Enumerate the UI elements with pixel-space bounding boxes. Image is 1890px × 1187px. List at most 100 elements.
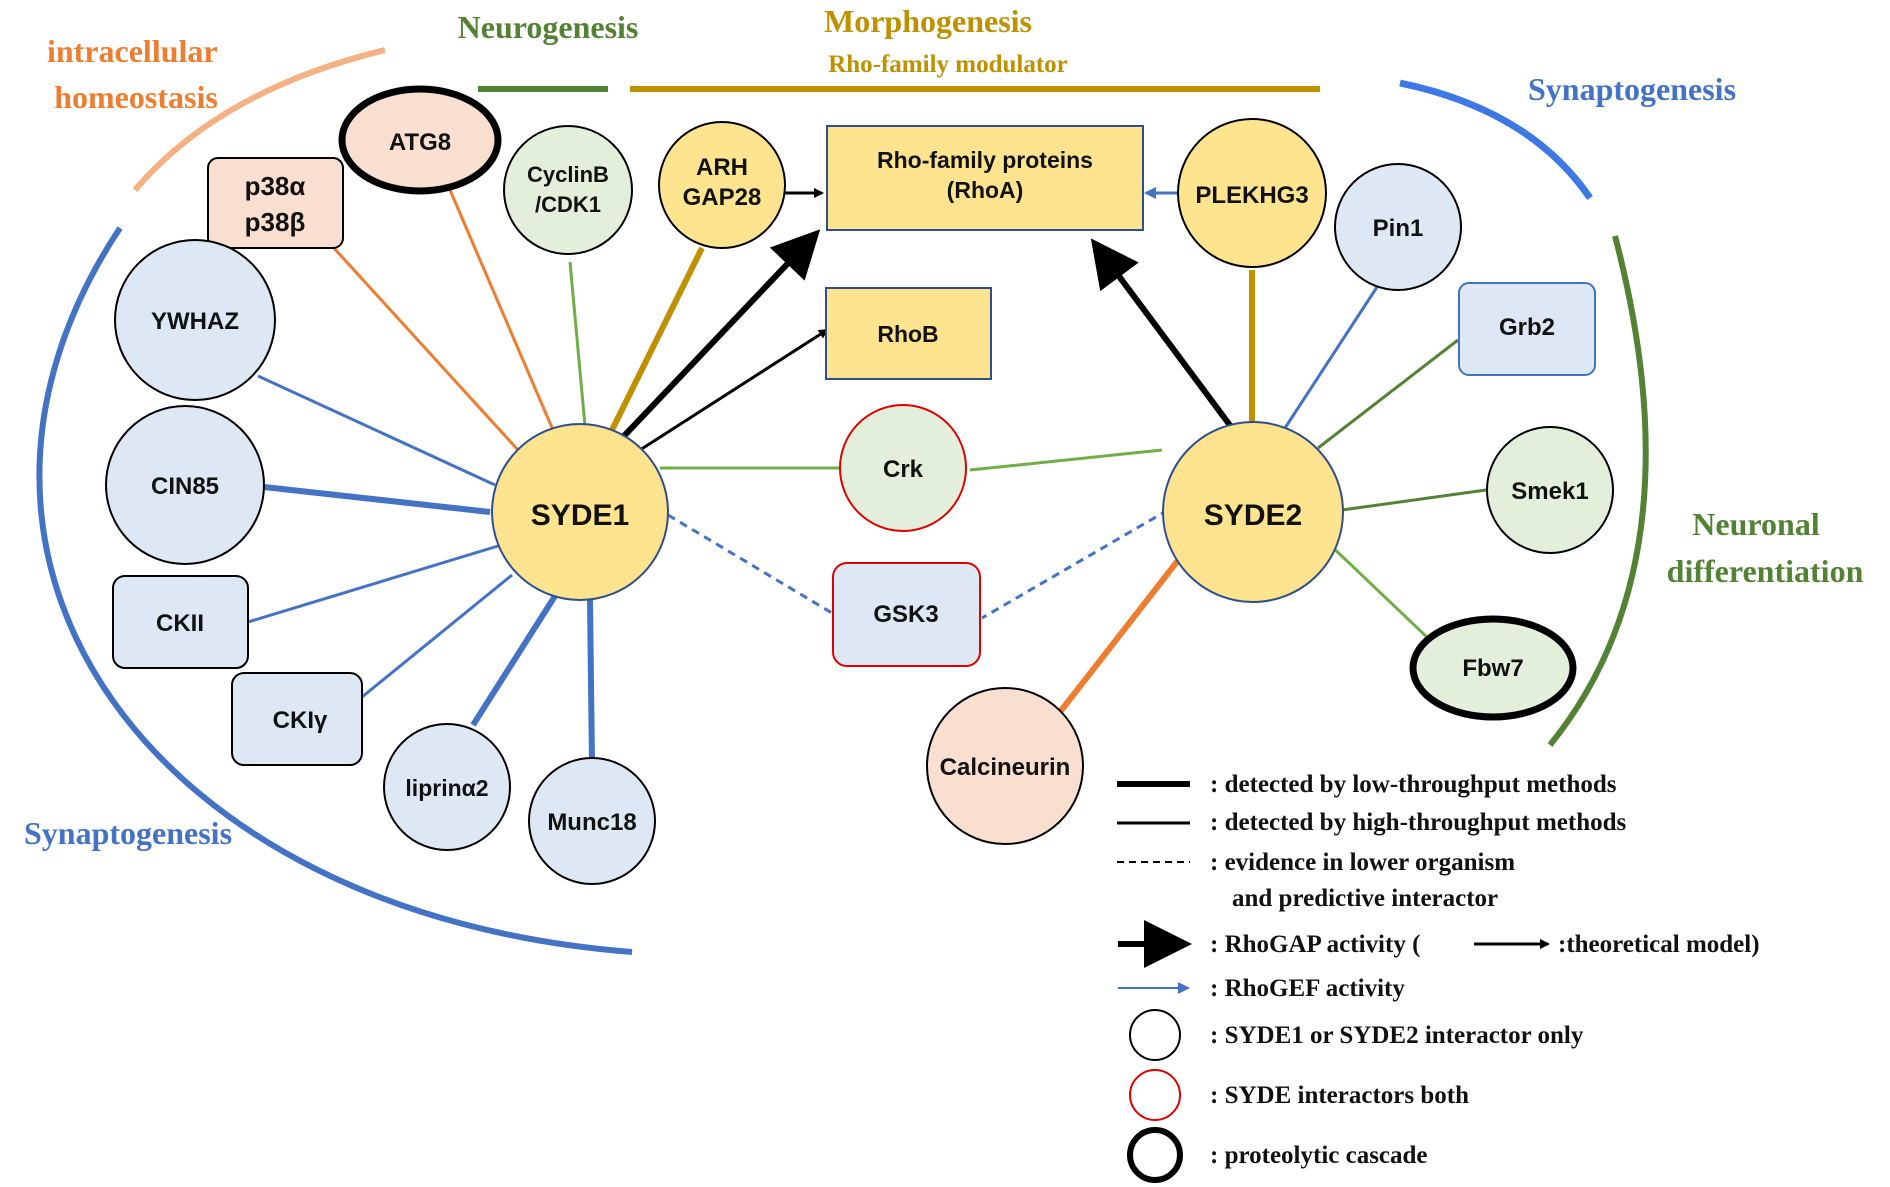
svg-text:: RhoGAP activity (: : RhoGAP activity ( — [1210, 931, 1420, 958]
edge-syde2-grb2 — [1317, 338, 1459, 450]
arrow-syde1-rhoa — [621, 229, 821, 439]
svg-text:SYDE1: SYDE1 — [531, 499, 629, 532]
neurogenesis-label: Neurogenesis — [458, 9, 639, 45]
edge-syde1-p38 — [331, 245, 520, 452]
node-gsk3: GSK3 — [832, 562, 981, 667]
node-syde2: SYDE2 — [1162, 421, 1344, 603]
svg-text:: SYDE1 or SYDE2 interactor on: : SYDE1 or SYDE2 interactor only — [1210, 1022, 1584, 1049]
intracellular-label: intracellular homeostasis — [47, 33, 225, 115]
category-labels: intracellular homeostasis Neurogenesis M… — [24, 3, 1864, 851]
node-plekhg3: PLEKHG3 — [1177, 118, 1327, 268]
node-ywhaz: YWHAZ — [114, 239, 276, 401]
edge-syde2-pin1 — [1283, 286, 1379, 429]
synaptogenesis-right-arc — [1399, 79, 1593, 200]
svg-text:: SYDE interactors both: : SYDE interactors both — [1210, 1082, 1469, 1109]
edge-syde1-ckii — [247, 544, 499, 624]
svg-text::theoretical model): :theoretical model) — [1558, 931, 1760, 958]
svg-text:CKII: CKII — [156, 610, 204, 637]
svg-text:: evidence in lower organism: : evidence in lower organism and predict… — [1210, 849, 1521, 912]
svg-text:YWHAZ: YWHAZ — [151, 308, 239, 335]
edge-syde2-smek1 — [1341, 488, 1487, 512]
edge-syde2-crk — [969, 448, 1163, 472]
neuronal-differentiation-label: Neuronal differentiation — [1667, 506, 1864, 589]
node-liprin-alpha2: liprinα2 — [383, 723, 511, 851]
svg-text:CKIγ: CKIγ — [273, 707, 328, 734]
edge-syde2-gsk3 — [981, 508, 1169, 620]
svg-text:: proteolytic cascade: : proteolytic cascade — [1210, 1142, 1428, 1169]
legend-interactor-only: : SYDE1 or SYDE2 interactor only — [1129, 1009, 1584, 1061]
svg-text:GSK3: GSK3 — [873, 601, 938, 628]
node-calcineurin: Calcineurin — [926, 687, 1084, 845]
svg-text:/CDK1: /CDK1 — [535, 192, 601, 217]
edges — [247, 187, 1487, 765]
svg-text:: detected by high-throughput: : detected by high-throughput methods — [1210, 809, 1627, 836]
node-smek1: Smek1 — [1486, 426, 1614, 554]
node-atg8: ATG8 — [338, 85, 502, 195]
node-crk: Crk — [839, 404, 967, 532]
node-munc18: Munc18 — [528, 757, 656, 885]
synaptogenesis-right-label: Synaptogenesis — [1528, 71, 1736, 107]
edge-syde1-atg8 — [448, 189, 555, 431]
node-ckii: CKII — [112, 575, 249, 669]
svg-text:Calcineurin: Calcineurin — [940, 754, 1071, 781]
synaptogenesis-left-arc — [36, 226, 633, 955]
node-ckig: CKIγ — [231, 672, 363, 766]
neuronal-differentiation-arc — [1547, 235, 1649, 747]
morphogenesis-label: Morphogenesis — [824, 3, 1032, 39]
category-decorations — [36, 47, 1649, 955]
legend-lower-organism: : evidence in lower organism and predict… — [1117, 849, 1521, 912]
svg-text:Grb2: Grb2 — [1499, 314, 1555, 341]
node-p38: p38α p38β — [207, 157, 344, 249]
svg-text:(RhoA): (RhoA) — [947, 177, 1024, 203]
svg-text:PLEKHG3: PLEKHG3 — [1195, 182, 1308, 209]
legend-rhogap: : RhoGAP activity ( :theoretical model) — [1118, 920, 1760, 968]
edge-syde2-calcineurin — [1057, 543, 1193, 714]
node-rho-family: Rho-family proteins (RhoA) — [826, 125, 1144, 231]
nodes: SYDE1 SYDE2 ATG8 p38α p38β CyclinB /CDK1… — [105, 85, 1614, 885]
arrow-syde1-rhob — [639, 328, 829, 452]
node-grb2: Grb2 — [1458, 282, 1596, 376]
edge-syde1-cin85 — [263, 484, 491, 515]
svg-text:p38α: p38α — [245, 171, 306, 201]
edge-syde1-liprin — [470, 594, 558, 727]
svg-text:Munc18: Munc18 — [547, 809, 636, 836]
svg-text:RhoB: RhoB — [877, 321, 938, 347]
node-cin85: CIN85 — [105, 405, 265, 565]
svg-text:Smek1: Smek1 — [1511, 478, 1588, 505]
legend-rhogef: : RhoGEF activity — [1118, 975, 1405, 1002]
edge-syde1-ckig — [361, 573, 513, 699]
synaptogenesis-left-label: Synaptogenesis — [24, 815, 232, 851]
edge-syde2-fbw7 — [1323, 538, 1432, 642]
node-arhgap28: ARH GAP28 — [658, 121, 786, 249]
edge-syde1-munc18 — [587, 599, 595, 765]
svg-text:ATG8: ATG8 — [389, 129, 451, 156]
legend-proteolytic: : proteolytic cascade — [1127, 1127, 1428, 1183]
svg-text:Fbw7: Fbw7 — [1462, 655, 1523, 682]
svg-text:: RhoGEF activity: : RhoGEF activity — [1210, 975, 1405, 1002]
svg-text:Rho-family proteins: Rho-family proteins — [877, 147, 1093, 173]
svg-text:GAP28: GAP28 — [683, 184, 762, 211]
node-pin1: Pin1 — [1334, 163, 1462, 291]
intracellular-arc — [132, 47, 386, 192]
svg-text:ARH: ARH — [696, 154, 748, 181]
legend-low-throughput: : detected by low-throughput methods — [1117, 771, 1617, 798]
node-fbw7: Fbw7 — [1409, 615, 1577, 721]
edge-syde1-gsk3 — [667, 513, 833, 615]
edge-syde1-ywhaz — [257, 374, 496, 487]
svg-text:: detected by low-throughput m: : detected by low-throughput methods — [1210, 771, 1617, 798]
arrow-syde2-rhoa — [1090, 238, 1235, 430]
legend: : detected by low-throughput methods : d… — [1117, 771, 1760, 1183]
edge-syde1-arhgap28 — [609, 246, 705, 432]
node-rhob: RhoB — [825, 287, 992, 380]
legend-high-throughput: : detected by high-throughput methods — [1117, 809, 1627, 836]
svg-text:liprinα2: liprinα2 — [405, 775, 488, 801]
svg-text:Crk: Crk — [883, 456, 924, 483]
svg-text:Pin1: Pin1 — [1373, 215, 1424, 242]
svg-text:SYDE2: SYDE2 — [1204, 499, 1302, 532]
node-cyclinb-cdk1: CyclinB /CDK1 — [503, 125, 633, 255]
rho-modulator-label: Rho-family modulator — [828, 51, 1068, 78]
edge-syde1-cyclinb — [568, 261, 587, 427]
svg-text:CIN85: CIN85 — [151, 473, 219, 500]
svg-text:CyclinB: CyclinB — [527, 162, 609, 187]
